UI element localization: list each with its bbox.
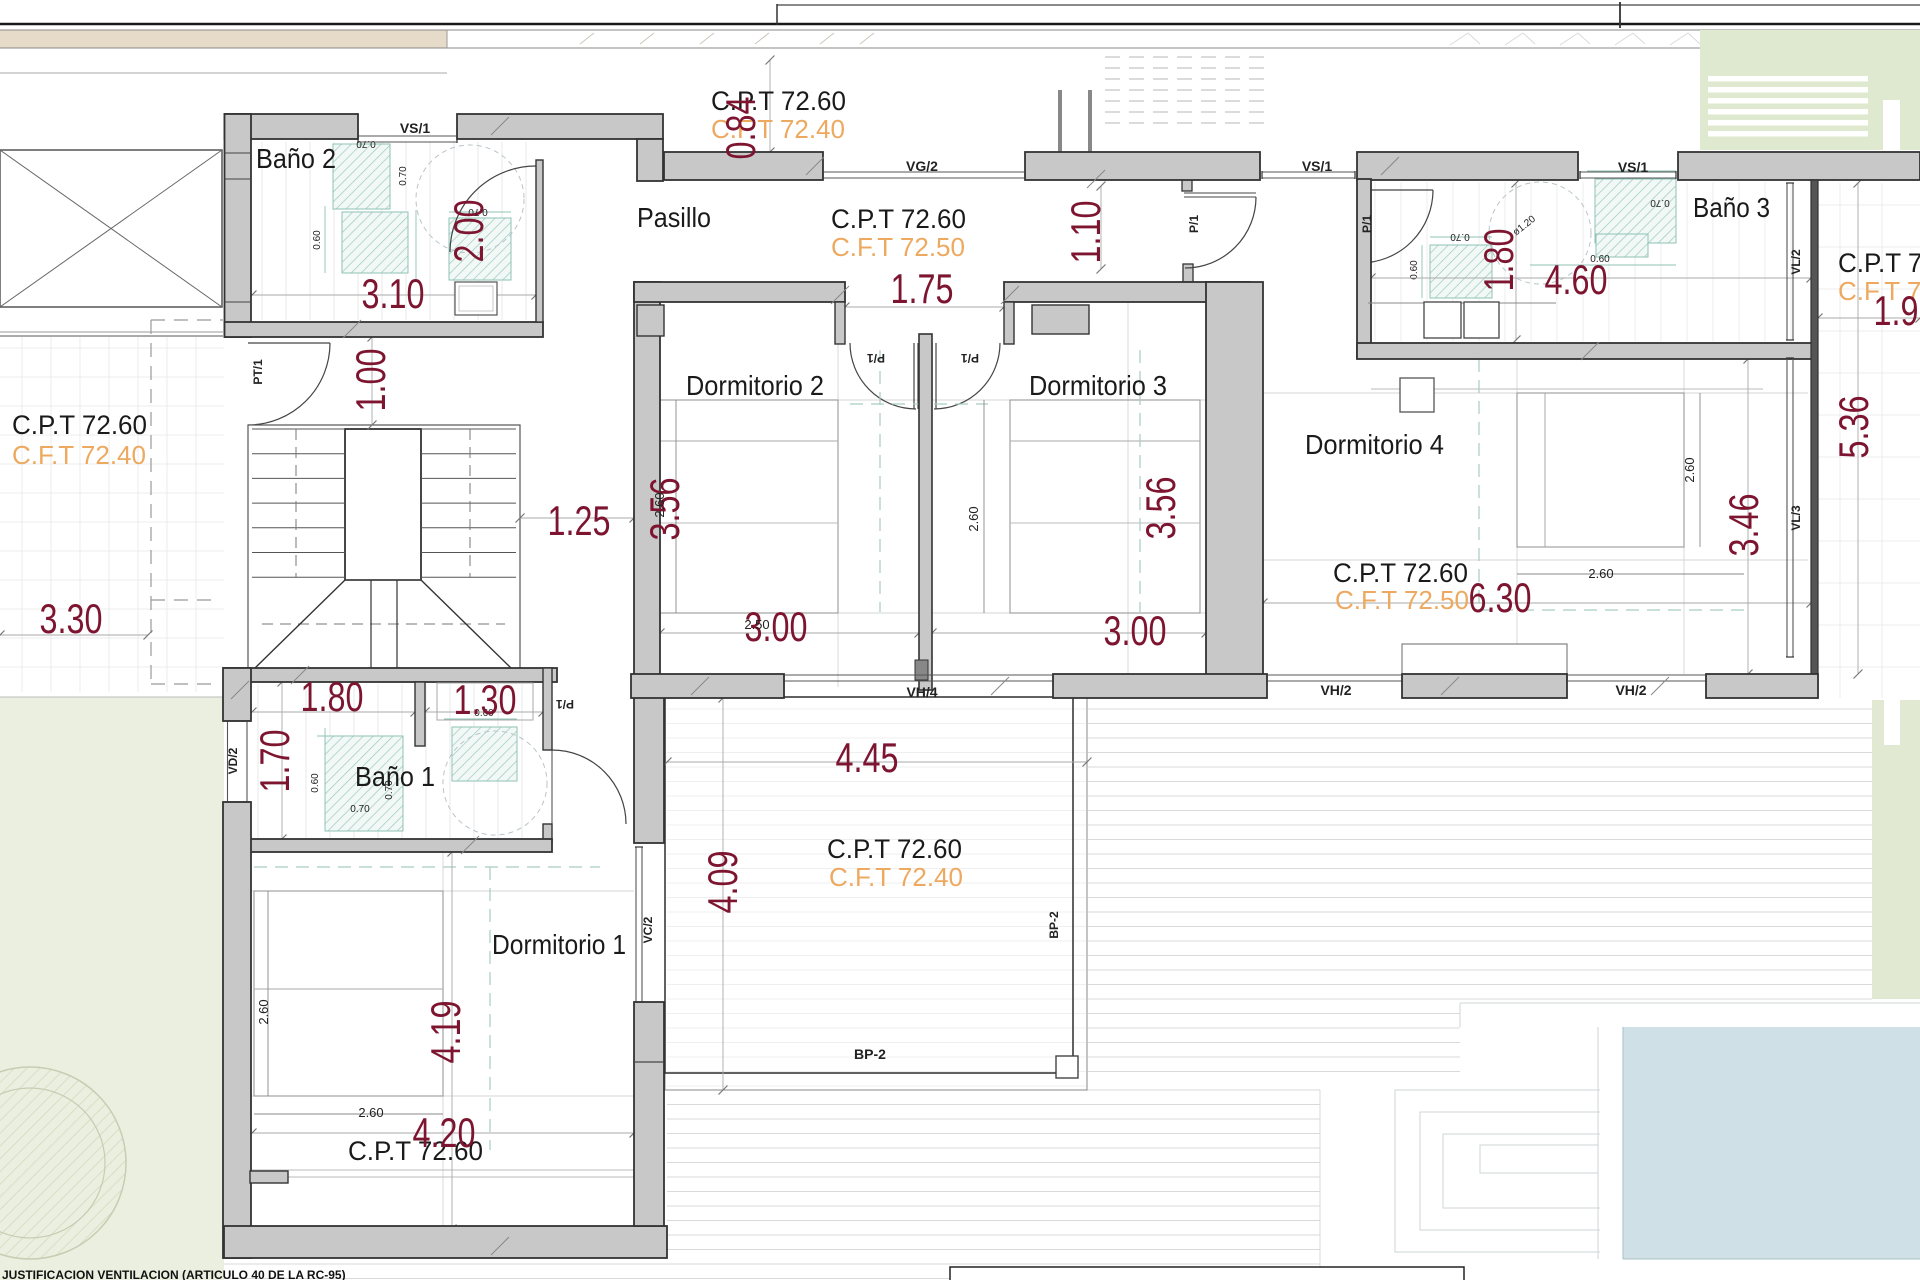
svg-text:C.P.T 72.60: C.P.T 72.60 bbox=[1838, 248, 1920, 278]
svg-text:0.60: 0.60 bbox=[474, 708, 494, 719]
svg-text:Pasillo: Pasillo bbox=[637, 202, 711, 233]
svg-text:VS/1: VS/1 bbox=[1618, 159, 1649, 175]
svg-text:VH/2: VH/2 bbox=[1615, 682, 1646, 698]
svg-text:P/1: P/1 bbox=[1360, 215, 1374, 233]
svg-text:3.10: 3.10 bbox=[362, 270, 425, 317]
svg-text:1.30: 1.30 bbox=[454, 676, 517, 723]
svg-text:VD/2: VD/2 bbox=[226, 747, 240, 774]
svg-text:C.P.T 72.60: C.P.T 72.60 bbox=[348, 1136, 483, 1166]
svg-text:0.70: 0.70 bbox=[356, 138, 376, 149]
svg-text:2.60: 2.60 bbox=[256, 999, 271, 1024]
svg-text:JUSTIFICACION VENTILACION (ART: JUSTIFICACION VENTILACION (ARTICULO 40 D… bbox=[2, 1268, 346, 1280]
svg-text:VL/3: VL/3 bbox=[1789, 505, 1803, 531]
svg-text:1.10: 1.10 bbox=[1062, 201, 1109, 264]
svg-text:P/1: P/1 bbox=[556, 697, 574, 711]
svg-text:2.60: 2.60 bbox=[358, 1105, 383, 1120]
svg-text:1.95: 1.95 bbox=[1874, 287, 1920, 334]
svg-text:0.60: 0.60 bbox=[1409, 260, 1420, 280]
svg-text:4.19: 4.19 bbox=[422, 1001, 469, 1064]
svg-text:PT/1: PT/1 bbox=[251, 359, 265, 385]
svg-text:C.F.T 72.40: C.F.T 72.40 bbox=[1838, 276, 1920, 306]
svg-text:VH/2: VH/2 bbox=[1320, 682, 1351, 698]
svg-text:P/1: P/1 bbox=[867, 351, 885, 365]
svg-text:3.00: 3.00 bbox=[745, 603, 808, 650]
svg-text:Dormitorio 4: Dormitorio 4 bbox=[1305, 429, 1444, 460]
svg-text:VH/4: VH/4 bbox=[906, 684, 937, 700]
svg-text:2.60: 2.60 bbox=[1682, 457, 1697, 482]
svg-text:VC/2: VC/2 bbox=[641, 916, 655, 943]
svg-text:4.45: 4.45 bbox=[836, 734, 899, 781]
svg-text:3.46: 3.46 bbox=[1720, 494, 1767, 557]
svg-text:4.09: 4.09 bbox=[699, 851, 746, 914]
svg-text:2.00: 2.00 bbox=[445, 200, 492, 263]
svg-text:2.60: 2.60 bbox=[966, 506, 981, 531]
svg-text:Dormitorio 1: Dormitorio 1 bbox=[492, 929, 626, 960]
svg-text:Baño 1: Baño 1 bbox=[355, 761, 435, 792]
svg-text:1.80: 1.80 bbox=[1475, 229, 1522, 292]
svg-text:0.84: 0.84 bbox=[717, 97, 764, 160]
svg-text:2.50: 2.50 bbox=[744, 617, 769, 632]
svg-text:BP-2: BP-2 bbox=[854, 1046, 886, 1062]
svg-text:4.60: 4.60 bbox=[1545, 256, 1608, 303]
svg-text:C.F.T 72.40: C.F.T 72.40 bbox=[829, 862, 963, 892]
svg-text:0.70: 0.70 bbox=[350, 804, 370, 815]
svg-text:C.P.T 72.60: C.P.T 72.60 bbox=[831, 204, 966, 234]
svg-text:4.20: 4.20 bbox=[413, 1109, 476, 1156]
svg-text:VG/2: VG/2 bbox=[906, 158, 938, 174]
svg-text:VS/1: VS/1 bbox=[1302, 158, 1333, 174]
svg-text:1.70: 1.70 bbox=[251, 730, 298, 793]
svg-text:BP-2: BP-2 bbox=[1047, 911, 1061, 939]
svg-text:VL/2: VL/2 bbox=[1789, 249, 1803, 275]
svg-text:3.30: 3.30 bbox=[40, 595, 103, 642]
svg-text:C.P.T 72.60: C.P.T 72.60 bbox=[711, 86, 846, 116]
svg-text:C.F.T 72.50: C.F.T 72.50 bbox=[1335, 585, 1469, 615]
svg-text:0.60: 0.60 bbox=[312, 230, 323, 250]
svg-text:C.F.T 72.40: C.F.T 72.40 bbox=[12, 440, 146, 470]
svg-text:0.70: 0.70 bbox=[1450, 231, 1470, 242]
svg-text:6.30: 6.30 bbox=[1469, 574, 1532, 621]
svg-text:C.P.T 72.60: C.P.T 72.60 bbox=[12, 410, 147, 440]
svg-text:Dormitorio 2: Dormitorio 2 bbox=[686, 370, 824, 401]
svg-text:1.75: 1.75 bbox=[891, 265, 954, 312]
svg-text:0.70: 0.70 bbox=[1650, 197, 1670, 208]
svg-text:0.70: 0.70 bbox=[384, 780, 395, 800]
svg-text:C.F.T 72.50: C.F.T 72.50 bbox=[831, 232, 965, 262]
svg-text:3.56: 3.56 bbox=[641, 478, 688, 541]
svg-text:0.70: 0.70 bbox=[468, 206, 488, 217]
svg-text:Baño 2: Baño 2 bbox=[256, 143, 336, 174]
svg-text:Baño 3: Baño 3 bbox=[1693, 192, 1770, 223]
svg-text:Dormitorio 3: Dormitorio 3 bbox=[1029, 370, 1167, 401]
svg-text:3.00: 3.00 bbox=[1104, 607, 1167, 654]
svg-text:C.P.T 72.60: C.P.T 72.60 bbox=[1333, 558, 1468, 588]
svg-text:1.25: 1.25 bbox=[548, 497, 611, 544]
svg-text:VS/1: VS/1 bbox=[400, 120, 431, 136]
svg-text:1.80: 1.80 bbox=[301, 673, 364, 720]
svg-text:P/1: P/1 bbox=[961, 351, 979, 365]
svg-text:0.60: 0.60 bbox=[1590, 254, 1610, 265]
svg-text:5.36: 5.36 bbox=[1830, 396, 1877, 459]
svg-text:1.00: 1.00 bbox=[347, 349, 394, 412]
svg-text:C.F.T 72.40: C.F.T 72.40 bbox=[711, 114, 845, 144]
svg-text:2.60: 2.60 bbox=[1588, 566, 1613, 581]
svg-text:0.60: 0.60 bbox=[310, 773, 321, 793]
svg-text:3.56: 3.56 bbox=[1137, 477, 1184, 540]
svg-text:0.70: 0.70 bbox=[398, 166, 409, 186]
svg-text:P/1: P/1 bbox=[1187, 215, 1201, 233]
svg-text:C.P.T 72.60: C.P.T 72.60 bbox=[827, 834, 962, 864]
svg-text:2.60: 2.60 bbox=[652, 492, 667, 517]
